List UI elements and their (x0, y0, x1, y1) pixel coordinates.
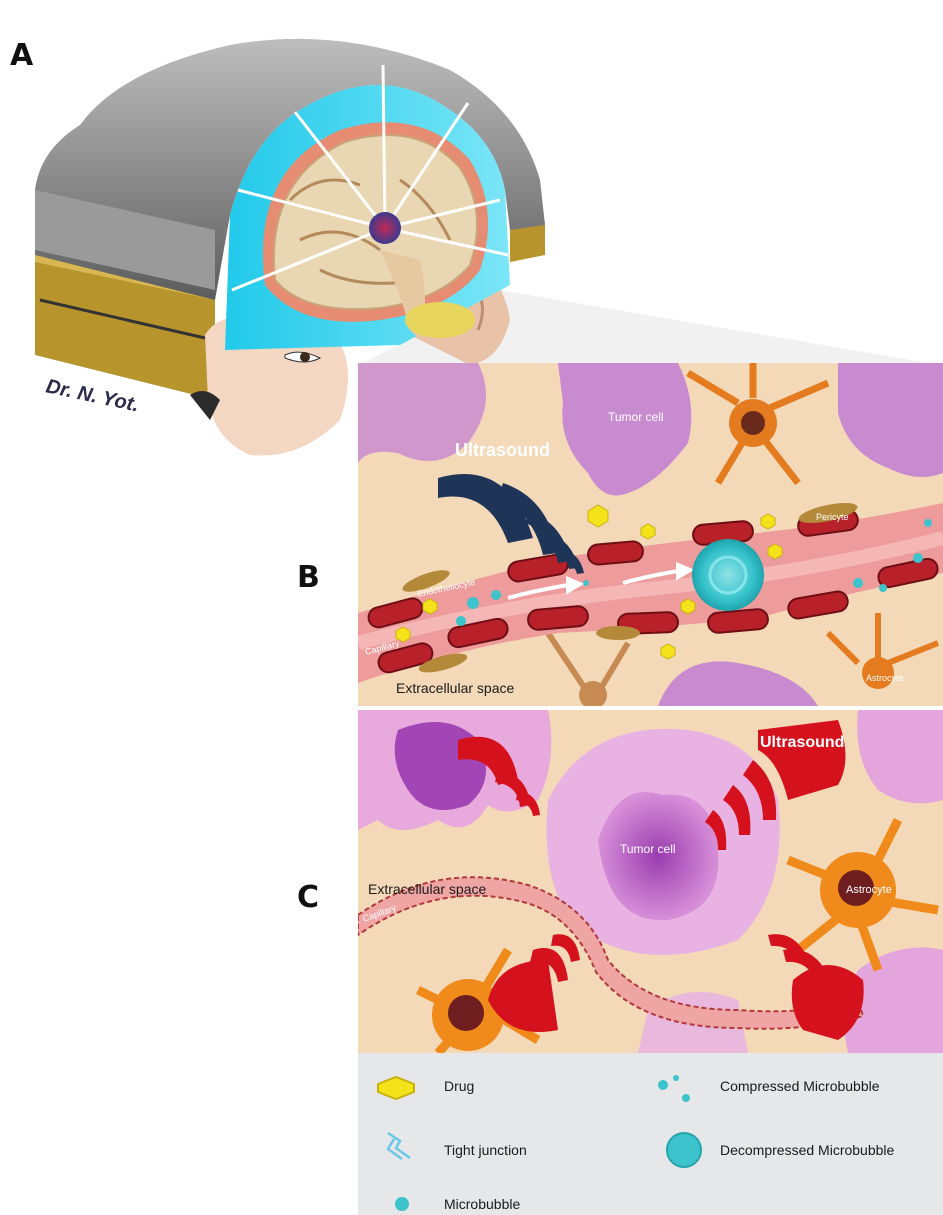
ultrasound-label-b: Ultrasound (455, 440, 550, 460)
legend-compressed-microbubble-label: Compressed Microbubble (720, 1078, 880, 1094)
compressed-microbubble-icon (658, 1075, 690, 1102)
legend: Drug Tight junction Microbubble Compress… (358, 1053, 943, 1215)
astrocyte-label-b: Astrocyte (866, 673, 904, 683)
panel-c-illustration: Ultrasound Tumor cell Extracellular spac… (358, 710, 943, 1053)
brain-tumor (369, 212, 401, 244)
tumor-cell-label-b: Tumor cell (608, 410, 664, 424)
panel-label-c: C (297, 880, 319, 915)
ultrasound-label-c: Ultrasound (760, 734, 844, 751)
extracellular-space-label-b: Extracellular space (396, 680, 514, 696)
panel-b-illustration: Ultrasound Tumor cell Pericyte Endotheli… (358, 363, 943, 706)
decompressed-microbubble (692, 539, 764, 611)
legend-tight-junction-label: Tight junction (444, 1142, 527, 1158)
legend-microbubble-label: Microbubble (444, 1196, 520, 1212)
extracellular-space-label-c: Extracellular space (368, 881, 486, 897)
pericyte-label: Pericyte (816, 512, 849, 522)
legend-drug-label: Drug (444, 1078, 474, 1094)
microbubble-icon (395, 1197, 409, 1211)
panel-label-b: B (297, 560, 320, 595)
legend-decompressed-microbubble-label: Decompressed Microbubble (720, 1142, 894, 1158)
artist-signature: Dr. N. Yot. (44, 375, 141, 416)
tumor-cell-label-c: Tumor cell (620, 842, 676, 856)
astrocyte-label-c: Astrocyte (846, 884, 892, 896)
tight-junction-icon (388, 1133, 410, 1159)
decompressed-microbubble-icon (667, 1133, 701, 1167)
drug-icon (378, 1077, 414, 1099)
